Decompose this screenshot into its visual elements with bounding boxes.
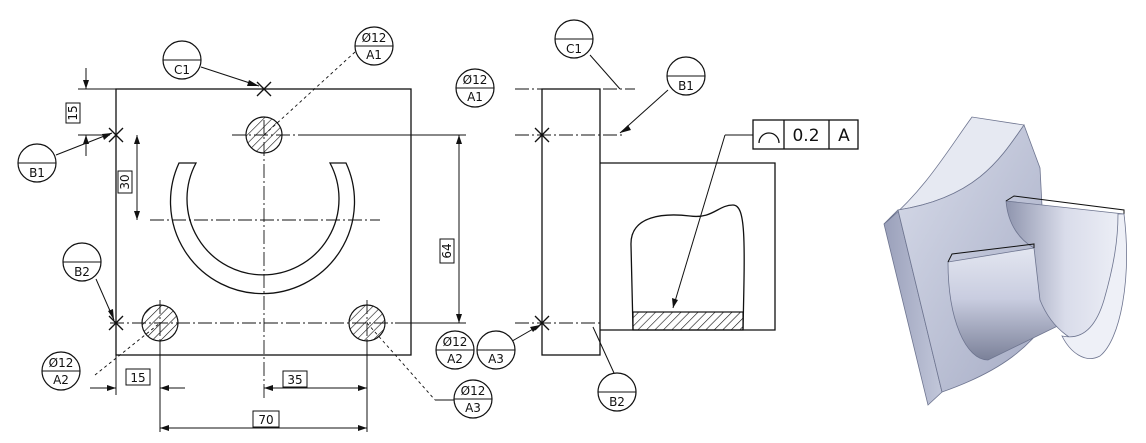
side-target-area (632, 311, 744, 331)
datum-target-b2-front: B2 (62, 242, 102, 282)
svg-text:A1: A1 (467, 90, 483, 104)
datum-target-b2-side: B2 (597, 372, 637, 412)
side-cylinder-outline (600, 162, 776, 331)
datum-target-a2-front: Ø12 A2 (41, 351, 81, 391)
target-point-b1 (108, 127, 124, 143)
svg-text:A3: A3 (488, 352, 504, 366)
datum-target-b1-side: B1 (666, 56, 706, 96)
svg-text:B1: B1 (678, 79, 694, 93)
svg-text:Ø12: Ø12 (463, 73, 488, 87)
target-area-a1 (245, 116, 283, 154)
isometric-model (883, 116, 1127, 406)
svg-text:A2: A2 (447, 352, 463, 366)
datum-target-a1-side: Ø12 A1 (455, 68, 495, 108)
datum-target-a1-front: Ø12 A1 (354, 26, 394, 66)
section-window (630, 204, 745, 331)
svg-text:Ø12: Ø12 (362, 31, 387, 45)
dimension-15-top: 15 (66, 105, 80, 120)
svg-text:A3: A3 (465, 401, 481, 415)
target-point-b2 (108, 315, 124, 331)
datum-target-a3-front: Ø12 A3 (453, 379, 493, 419)
svg-text:B2: B2 (74, 265, 90, 279)
dimension-64: 64 (440, 243, 454, 258)
svg-text:C1: C1 (174, 63, 190, 77)
svg-text:C1: C1 (566, 42, 582, 56)
svg-text:B1: B1 (29, 166, 45, 180)
dimension-70: 70 (258, 413, 273, 427)
front-view: 15 30 64 15 35 70 (17, 26, 493, 432)
target-area-a2 (141, 304, 179, 342)
svg-text:Ø12: Ø12 (443, 335, 468, 349)
tolerance-value: 0.2 (792, 126, 819, 146)
u-slot (169, 162, 356, 295)
side-plate-outline (541, 88, 601, 356)
dimension-30: 30 (118, 174, 132, 189)
datum-target-c1-front: C1 (162, 40, 202, 80)
side-target-point-a1 (534, 127, 550, 143)
svg-text:A1: A1 (366, 48, 382, 62)
profile-of-surface-icon (758, 132, 780, 144)
dimension-35: 35 (287, 373, 302, 387)
datum-target-c1-side: C1 (554, 19, 594, 59)
target-point-c1 (256, 81, 272, 97)
datum-target-a2-side: Ø12 A2 (435, 330, 475, 370)
tolerance-datum: A (838, 126, 850, 146)
dimension-15-bottom: 15 (130, 371, 145, 385)
cylinder-end-face (1061, 213, 1127, 359)
datum-target-b1-front: B1 (17, 143, 57, 183)
svg-text:B2: B2 (609, 395, 625, 409)
svg-text:Ø12: Ø12 (461, 384, 486, 398)
datum-target-a3-side: A3 (476, 330, 516, 370)
svg-text:Ø12: Ø12 (49, 356, 74, 370)
profile-tolerance-frame: 0.2 A (752, 119, 859, 150)
svg-text:A2: A2 (53, 373, 69, 387)
side-view: 0.2 A C1 Ø12 A1 B1 Ø12 A2 (435, 19, 859, 412)
